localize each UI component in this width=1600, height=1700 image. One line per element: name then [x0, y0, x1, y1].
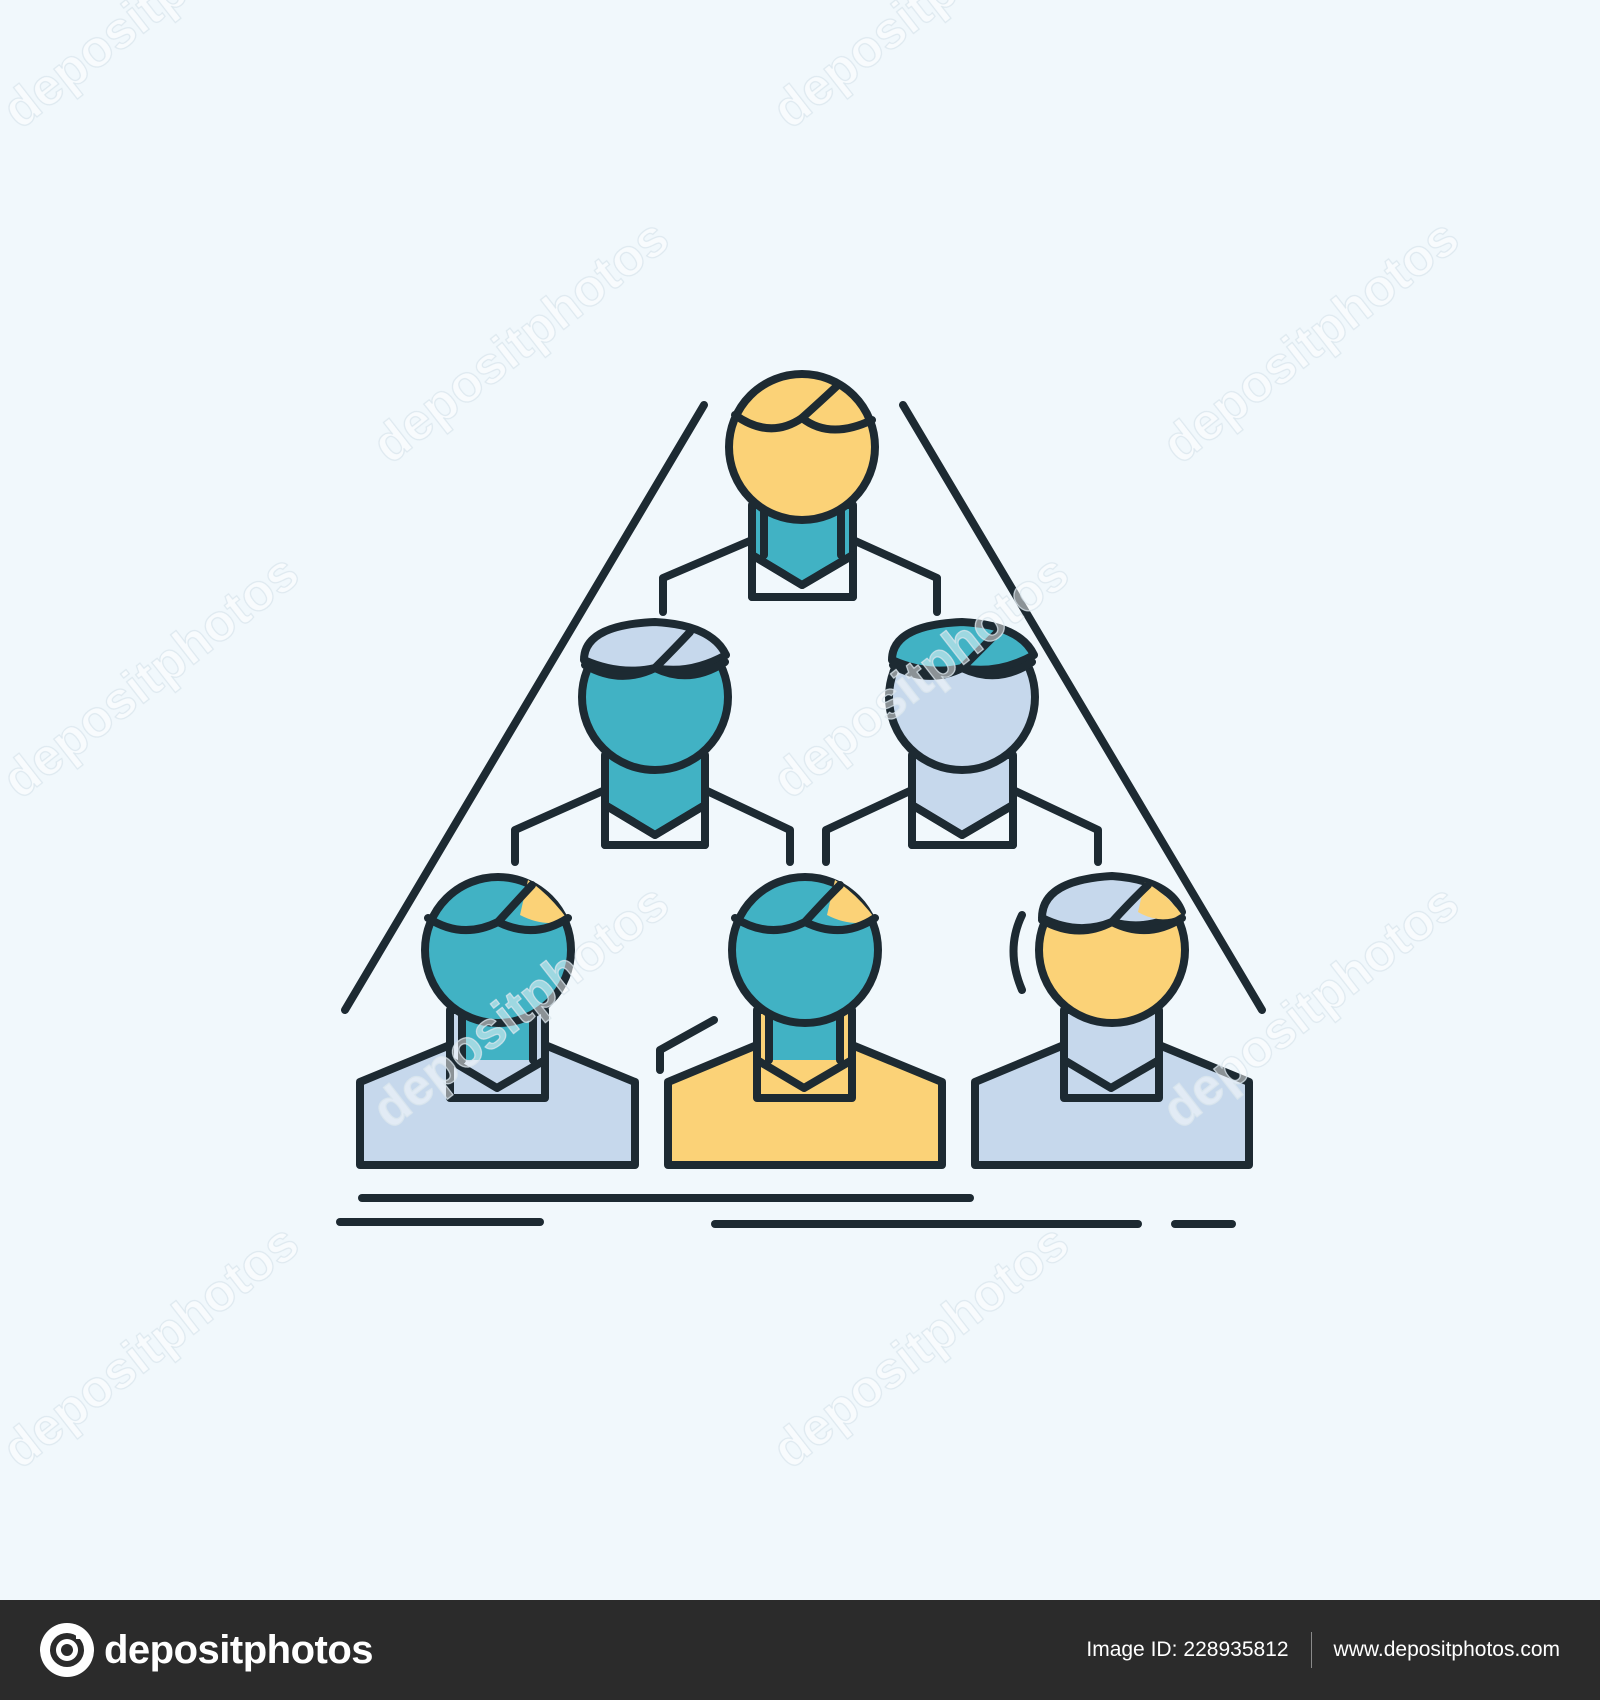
brand-name: depositphotos — [104, 1627, 374, 1672]
person-top-head — [725, 370, 879, 524]
pyramid-left-line — [341, 401, 708, 1014]
watermark-layer — [0, 0, 1471, 1481]
connector-mid-right-b — [1009, 786, 1102, 866]
connector-top-left — [659, 536, 756, 616]
connector-mid-right-a — [822, 786, 916, 866]
person-mid-left — [578, 618, 732, 849]
footer-meta: Image ID: 228935812 www.depositphotos.co… — [1086, 1632, 1560, 1668]
site-url-link[interactable]: www.depositphotos.com — [1333, 1638, 1560, 1661]
stock-footer-bar: depositphotos Image ID: 228935812 www.de… — [0, 1600, 1600, 1700]
ground-lines — [336, 1194, 1236, 1228]
pyramid-right-line — [899, 401, 1266, 1014]
brand[interactable]: depositphotos — [40, 1623, 374, 1677]
illustration-canvas: depositphotos — [0, 0, 1471, 1481]
image-id-value: 228935812 — [1183, 1638, 1289, 1661]
person-top — [725, 370, 879, 601]
depositphotos-logo-icon — [40, 1623, 94, 1677]
connector-mid-left-a — [511, 786, 609, 866]
team-pyramid-illustration: depositphotos — [0, 0, 1471, 1481]
connector-mid-left-b — [701, 786, 794, 866]
footer-divider — [1310, 1632, 1312, 1668]
person-bottom-center — [656, 873, 946, 1169]
connector-top-right — [849, 536, 941, 616]
image-id-label: Image ID: — [1086, 1638, 1178, 1661]
